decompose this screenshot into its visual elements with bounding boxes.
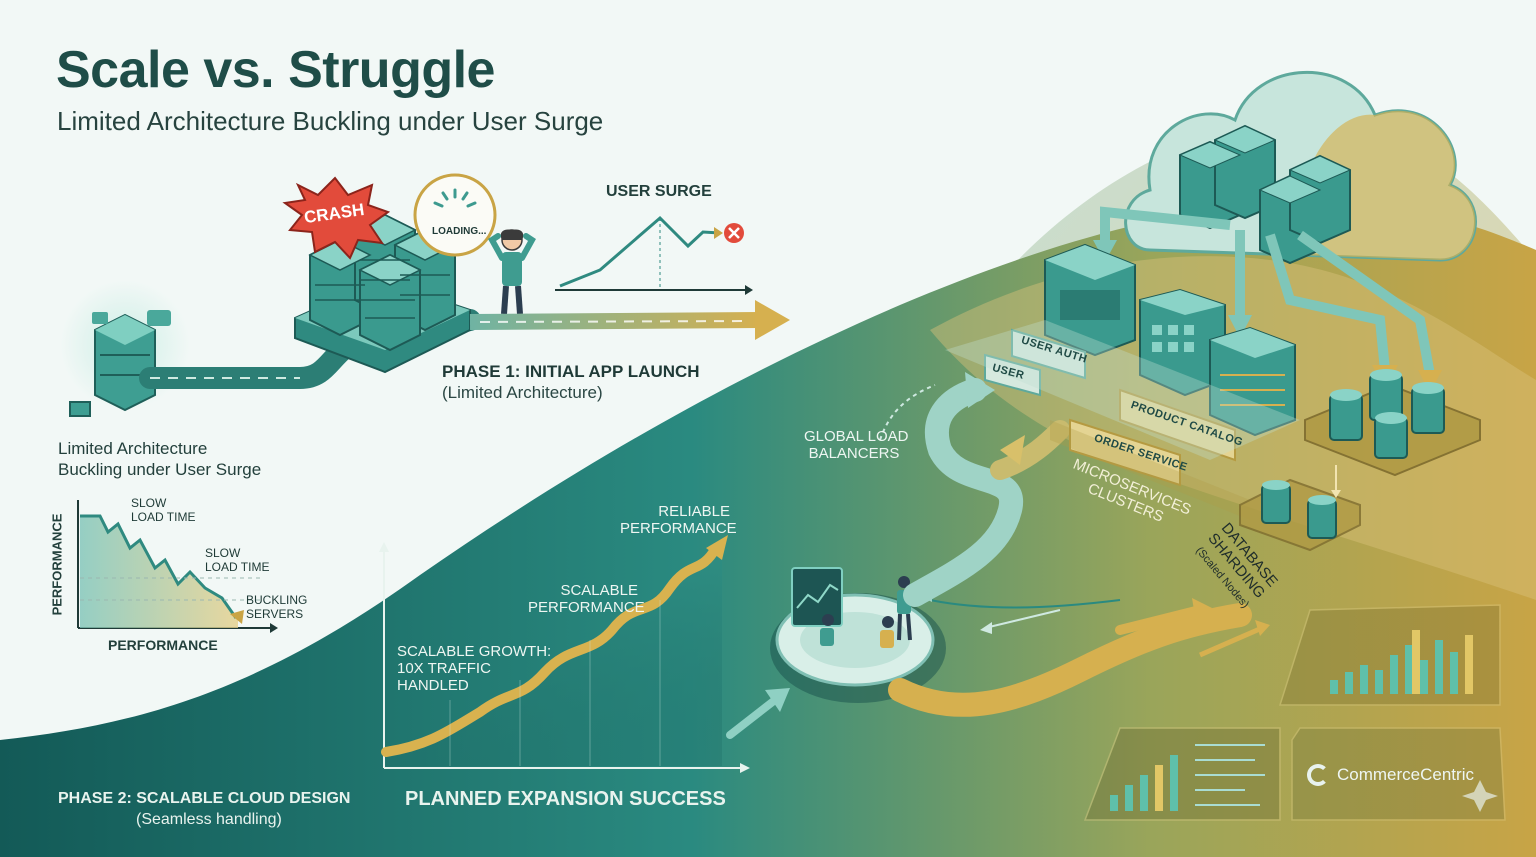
phase1-subtitle: (Limited Architecture) [442,383,603,402]
microservice-blocks [1044,243,1296,437]
brand-mark-icon [1307,764,1329,786]
crash-burst-icon [282,176,391,260]
user-surge-label: USER SURGE [606,183,712,200]
brand-logo: CommerceCentric [1307,764,1474,786]
performance-decline-chart [77,500,278,633]
phase2-title: PHASE 2: SCALABLE CLOUD DESIGN [58,790,351,807]
gold-road [888,603,1252,717]
brand-name: CommerceCentric [1337,765,1474,784]
loading-label: LOADING... [432,226,487,237]
team-platform [770,567,946,703]
stressed-person-icon [488,229,536,315]
perf-chart-xlabel: PERFORMANCE [108,637,218,653]
left-caption-line1: Limited Architecture [58,439,208,458]
page-title: Scale vs. Struggle [56,41,495,99]
perf-chart-ylabel: PERFORMANCE [49,513,65,616]
database-cluster [1239,369,1481,552]
phase2-subtitle: (Seamless handling) [136,811,282,828]
page-subtitle: Limited Architecture Buckling under User… [57,106,604,136]
module-tags [984,328,1236,487]
dashboard-panel-left [1083,727,1281,821]
sparkle-icon [1462,780,1498,812]
team-member-3 [898,576,910,588]
dashboard-panel-right [1278,604,1501,706]
left-caption-line2: Buckling under User Surge [58,460,262,479]
cloud-flow-arrows [1100,206,1435,376]
phase1-title: PHASE 1: INITIAL APP LAUNCH [442,362,700,381]
team-member-1 [822,614,834,626]
brand-panel [1291,727,1506,821]
loading-spinner-icon [433,188,477,208]
small-server-icon [69,310,171,417]
user-surge-chart [555,215,753,295]
teal-road [903,378,1024,607]
team-member-2 [882,616,894,628]
planned-expansion-caption: PLANNED EXPANSION SUCCESS [405,788,726,810]
loading-bubble [413,173,497,257]
growth-chart [379,535,750,773]
